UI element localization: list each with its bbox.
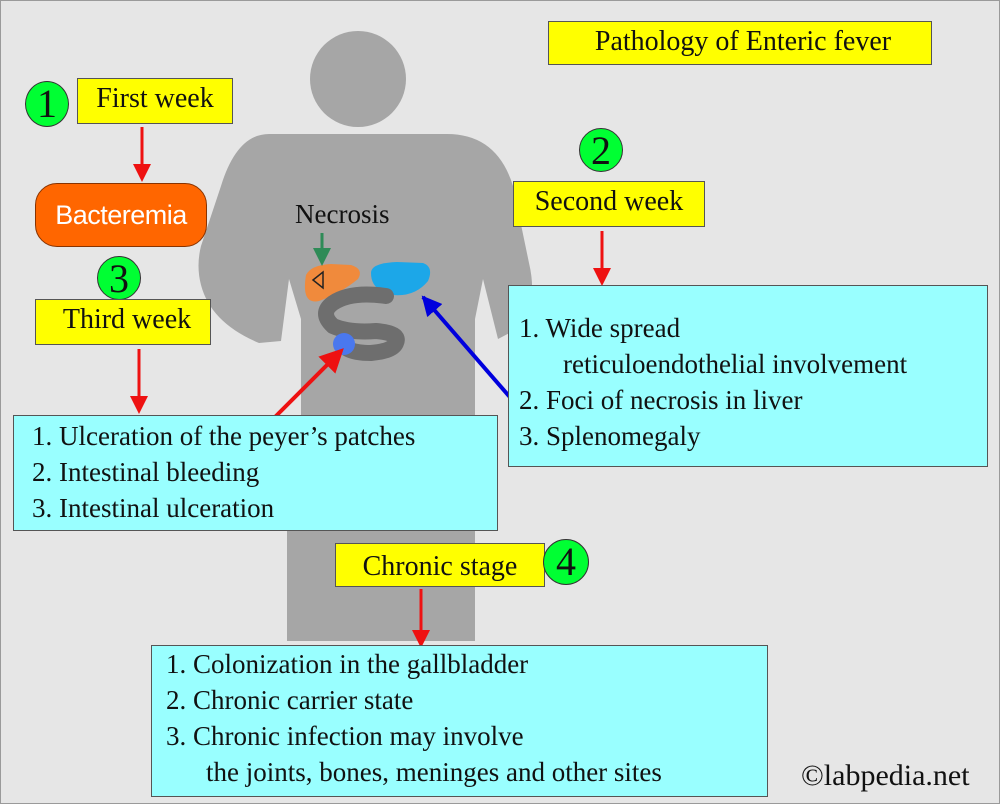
necrosis-label: Necrosis xyxy=(295,199,390,229)
stage-label-chronic-stage: Chronic stage xyxy=(335,543,545,587)
arrow-necrosis-liver-to-spleen xyxy=(421,295,517,405)
third-week-finding-1: 1. Ulceration of the peyer’s patches xyxy=(32,421,416,451)
stage-label-second-week: Second week xyxy=(513,181,705,227)
spleen xyxy=(371,262,431,296)
bacteremia-label: Bacteremia xyxy=(35,183,207,247)
arrow-ulceration-to-peyer-patch xyxy=(271,348,344,421)
second-week-finding-1-line-1: 1. Wide spread xyxy=(519,313,681,343)
second-week-findings-box: 1. Wide spread reticuloendothelial invol… xyxy=(508,285,988,467)
stage-label-first-week: First week xyxy=(77,78,233,124)
intestine xyxy=(318,286,405,362)
chronic-findings-box: 1. Colonization in the gallbladder 2. Ch… xyxy=(151,645,768,797)
stage-number-2: 2 xyxy=(579,128,623,173)
stage-number-1: 1 xyxy=(25,81,69,127)
chronic-finding-2: 2. Chronic carrier state xyxy=(166,685,414,715)
second-week-finding-3: 3. Splenomegaly xyxy=(519,421,701,451)
chronic-finding-3-line-1: 3. Chronic infection may involve xyxy=(166,721,524,751)
chronic-finding-1: 1. Colonization in the gallbladder xyxy=(166,649,529,679)
stage-label-third-week: Third week xyxy=(35,299,211,345)
stage-number-3: 3 xyxy=(97,256,141,301)
second-week-finding-1-line-2: reticuloendothelial involvement xyxy=(563,349,908,379)
page-title: Pathology of Enteric fever xyxy=(548,21,932,65)
third-week-findings-box: 1. Ulceration of the peyer’s patches 2. … xyxy=(13,415,498,531)
chronic-finding-3-line-2: the joints, bones, meninges and other si… xyxy=(206,757,662,787)
copyright-label: ©labpedia.net xyxy=(801,759,970,792)
liver xyxy=(304,264,360,302)
stage-number-4: 4 xyxy=(543,539,589,585)
third-week-finding-2: 2. Intestinal bleeding xyxy=(32,457,260,487)
second-week-finding-2: 2. Foci of necrosis in liver xyxy=(519,385,803,415)
third-week-finding-3: 3. Intestinal ulceration xyxy=(32,493,275,523)
necrosis-marker-icon xyxy=(311,270,324,290)
